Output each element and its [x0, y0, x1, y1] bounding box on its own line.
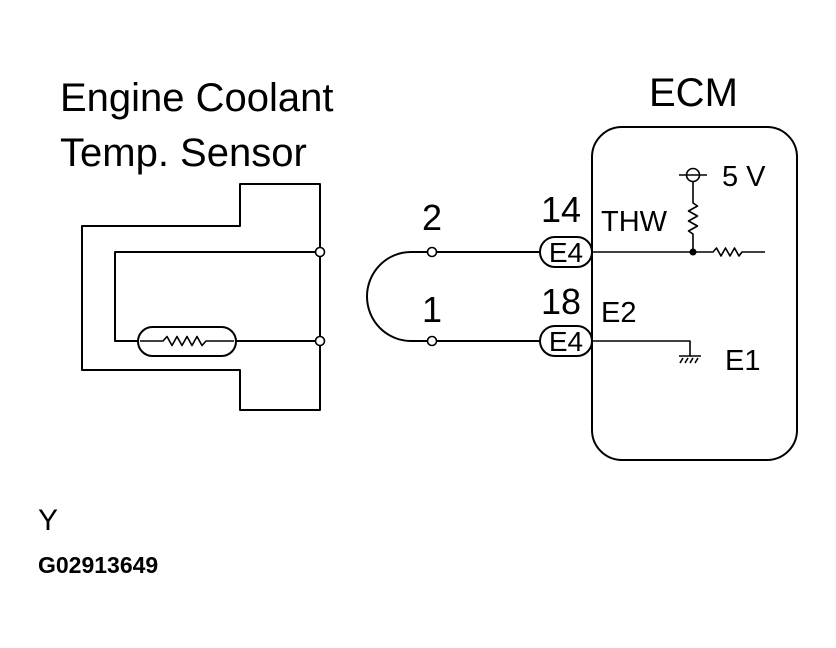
- pin-number-bottom: 18: [541, 281, 581, 322]
- connector-label-top: E4: [549, 237, 583, 268]
- ecm-pin-e2: E2: [601, 297, 636, 329]
- thermistor-resistor-icon: [140, 335, 234, 347]
- sensor-title-line2: Temp. Sensor: [60, 131, 307, 175]
- figure-code: G02913649: [38, 552, 158, 578]
- terminal-label-bottom: 1: [422, 289, 442, 330]
- sensor-housing: [81, 183, 326, 411]
- footer-note: Y: [38, 504, 58, 537]
- thw-internal-line: [592, 247, 765, 257]
- ecm-outline: [591, 126, 798, 461]
- harness-terminal-1: [426, 335, 438, 347]
- e2-internal-line: [592, 340, 691, 356]
- ground-icon: [679, 355, 701, 364]
- ecm-unit: THW E2 5 V E1: [591, 126, 798, 461]
- sensor-terminal-top: [314, 246, 326, 258]
- ecm-title: ECM: [649, 71, 738, 115]
- ecm-pin-thw: THW: [601, 206, 668, 238]
- sensor-terminal-bottom: [314, 335, 326, 347]
- terminal-label-top: 2: [422, 197, 442, 238]
- harness-terminal-2: [426, 246, 438, 258]
- harness-loop-wire: [366, 251, 429, 342]
- junction-dot: [689, 248, 697, 256]
- harness: 2 1 14 18 E4 E4: [366, 189, 593, 357]
- ground-label: E1: [725, 345, 760, 377]
- connector-label-bottom: E4: [549, 326, 583, 357]
- sensor-body-outline: [81, 183, 321, 411]
- thermistor-capsule: [137, 326, 237, 357]
- sensor-title-line1: Engine Coolant: [60, 76, 334, 120]
- pullup-resistor-icon: [687, 181, 699, 252]
- pin-number-top: 14: [541, 189, 581, 230]
- supply-voltage-label: 5 V: [722, 161, 766, 193]
